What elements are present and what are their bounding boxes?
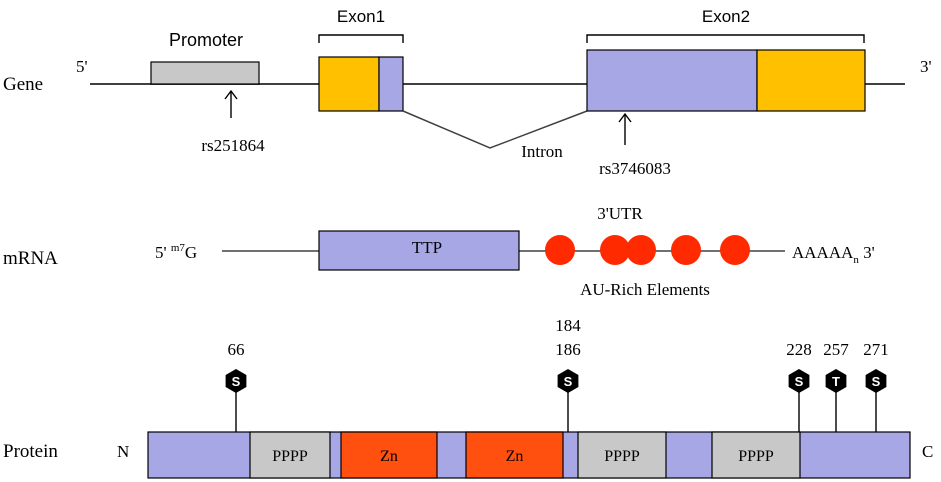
mrna-coding-label: TTP — [412, 238, 442, 257]
promoter-box — [150, 61, 260, 85]
exon2-label: Exon2 — [702, 7, 750, 26]
exon1-utr-block — [318, 56, 380, 112]
snp1-label: rs251864 — [201, 136, 265, 155]
protein-row-label: Protein — [3, 441, 58, 462]
proline-rich-domain — [577, 431, 667, 479]
gene-three-prime: 3' — [920, 57, 932, 76]
site-residue: S — [564, 374, 573, 389]
mrna-coding-box — [318, 230, 520, 271]
phospho-site-marker — [865, 369, 887, 393]
mrna-row: mRNA 5' m7G TTP 3'UTR AU-Rich Elements A… — [3, 204, 875, 299]
snp2-arrow — [618, 112, 632, 145]
exon1-label: Exon1 — [337, 7, 385, 26]
zinc-finger-domain — [465, 431, 564, 479]
domain-label: Zn — [506, 448, 524, 465]
site-position: 271 — [863, 340, 889, 359]
zinc-finger-domain — [340, 431, 438, 479]
domain-label: Zn — [380, 448, 398, 465]
exon2-coding-block — [586, 49, 758, 112]
gene-row: Gene 5' 3' Promoter rs251864 Exon1 Intro… — [3, 7, 932, 178]
snp2-label: rs3746083 — [599, 159, 671, 178]
phospho-site-marker — [825, 369, 847, 393]
are-dot — [626, 235, 656, 265]
are-dot — [720, 235, 750, 265]
proline-rich-domain — [711, 431, 801, 479]
intron-label: Intron — [521, 142, 563, 161]
are-dot — [545, 235, 575, 265]
protein-domains: PPPP Zn Zn PPPP PPPP — [249, 431, 801, 479]
exon2-utr-block — [756, 49, 866, 112]
phospho-site-marker — [225, 369, 247, 393]
phospho-site-marker — [788, 369, 810, 393]
site-residue: S — [795, 374, 804, 389]
gene-row-label: Gene — [3, 74, 43, 95]
proline-rich-domain — [249, 431, 331, 479]
are-dot — [600, 235, 630, 265]
promoter-label: Promoter — [169, 30, 243, 50]
snp1-arrow — [224, 89, 238, 118]
are-dot — [671, 235, 701, 265]
domain-label: PPPP — [272, 448, 308, 465]
exon1-bracket — [318, 34, 404, 43]
utr-label: 3'UTR — [597, 204, 643, 223]
site-position: 186 — [555, 340, 581, 359]
exon1-coding-block — [378, 56, 404, 112]
site-residue: S — [232, 374, 241, 389]
domain-label: PPPP — [604, 448, 640, 465]
mrna-five-cap: 5' m7G — [155, 242, 197, 262]
site-residue: T — [832, 374, 840, 389]
site-position: 184 — [555, 316, 581, 335]
site-residue: S — [872, 374, 881, 389]
site-position: 66 — [228, 340, 245, 359]
intron-splice-line — [402, 110, 588, 149]
au-rich-elements — [545, 235, 750, 265]
protein-c-terminus: C — [922, 442, 933, 461]
site-position: 257 — [823, 340, 849, 359]
site-position: 228 — [786, 340, 812, 359]
gene-five-prime: 5' — [76, 57, 88, 76]
protein-n-terminus: N — [117, 442, 129, 461]
poly-a-tail: AAAAAn 3' — [792, 243, 875, 266]
domain-label: PPPP — [738, 448, 774, 465]
phospho-site-marker — [557, 369, 579, 393]
exon2-bracket — [586, 34, 865, 43]
are-label: AU-Rich Elements — [580, 280, 710, 299]
mrna-row-label: mRNA — [3, 248, 58, 269]
